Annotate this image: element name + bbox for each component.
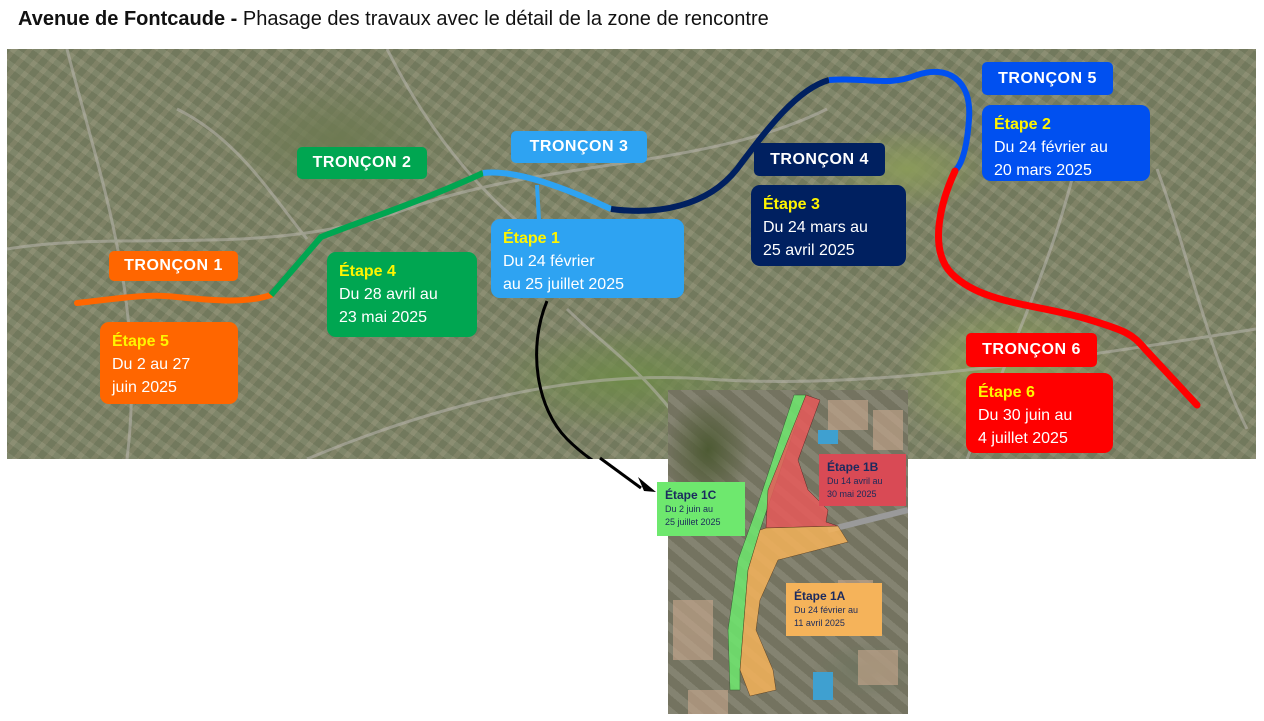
etape-1a-dates: Du 24 février au 11 avril 2025: [794, 605, 859, 628]
troncon-5-dates: Du 24 février au 20 mars 2025: [994, 139, 1108, 179]
etape-1a-step: Étape 1A: [794, 589, 846, 603]
troncon-1-step: Étape 5: [112, 333, 169, 350]
route-overlay: [7, 49, 1256, 459]
troncon-4-dates: Du 24 mars au 25 avril 2025: [763, 219, 868, 259]
detail-arrow: [535, 300, 594, 459]
troncon-6-dates: Du 30 juin au 4 juillet 2025: [978, 407, 1073, 447]
troncon-4-card: Étape 3 Du 24 mars au 25 avril 2025: [751, 185, 906, 266]
troncon-4-step: Étape 3: [763, 196, 820, 213]
zone-1b: [765, 394, 839, 529]
etape-1b-step: Étape 1B: [827, 460, 879, 474]
troncon-5-line: [828, 68, 973, 174]
etape-1b-card: Étape 1B Du 14 avril au 30 mai 2025: [819, 454, 906, 506]
inset-zones: [673, 394, 908, 714]
troncon-2-label: TRONÇON 2: [297, 147, 427, 179]
title-rest: Phasage des travaux avec le détail de la…: [242, 8, 769, 30]
troncon-4-line: [610, 77, 830, 214]
troncon-5-step: Étape 2: [994, 116, 1051, 133]
troncon-6-label: TRONÇON 6: [966, 333, 1097, 367]
troncon-1-card: Étape 5 Du 2 au 27 juin 2025: [100, 322, 238, 404]
etape-1b-dates: Du 14 avril au 30 mai 2025: [827, 476, 883, 499]
arrow-head-icon: [638, 477, 656, 492]
troncon-5-label: TRONÇON 5: [982, 62, 1113, 95]
troncon-3-card: Étape 1 Du 24 février au 25 juillet 2025: [491, 219, 684, 298]
title-separator: -: [225, 8, 243, 30]
etape-1c-step: Étape 1C: [665, 488, 717, 502]
troncon-2-card: Étape 4 Du 28 avril au 23 mai 2025: [327, 252, 477, 337]
meeting-zone-inset-map[interactable]: [668, 390, 908, 714]
troncon-3-line: [482, 169, 613, 212]
title-bold: Avenue de Fontcaude: [18, 8, 226, 30]
troncon-6-card: Étape 6 Du 30 juin au 4 juillet 2025: [966, 373, 1113, 453]
troncon-5-card: Étape 2 Du 24 février au 20 mars 2025: [982, 105, 1150, 181]
troncon-6-step: Étape 6: [978, 384, 1035, 401]
etape-1a-card: Étape 1A Du 24 février au 11 avril 2025: [786, 583, 882, 636]
troncon-2-line: [268, 170, 485, 297]
troncon-6-line: [935, 167, 1201, 409]
troncon-1-label: TRONÇON 1: [109, 251, 238, 281]
etape-1c-dates: Du 2 juin au 25 juillet 2025: [665, 504, 721, 527]
troncon-2-step: Étape 4: [339, 263, 396, 280]
troncon-2-dates: Du 28 avril au 23 mai 2025: [339, 286, 438, 326]
troncon-3-dates: Du 24 février au 25 juillet 2025: [503, 253, 624, 293]
troncon-1-dates: Du 2 au 27 juin 2025: [112, 356, 191, 396]
troncon-3-label: TRONÇON 3: [511, 131, 647, 163]
troncon-3-step: Étape 1: [503, 230, 560, 247]
troncon-1-line: [74, 292, 274, 306]
etape-1c-card: Étape 1C Du 2 juin au 25 juillet 2025: [657, 482, 745, 536]
page-title: Avenue de Fontcaude - Phasage des travau…: [18, 8, 769, 31]
troncon-4-label: TRONÇON 4: [754, 143, 885, 176]
zone-1a: [739, 525, 849, 697]
